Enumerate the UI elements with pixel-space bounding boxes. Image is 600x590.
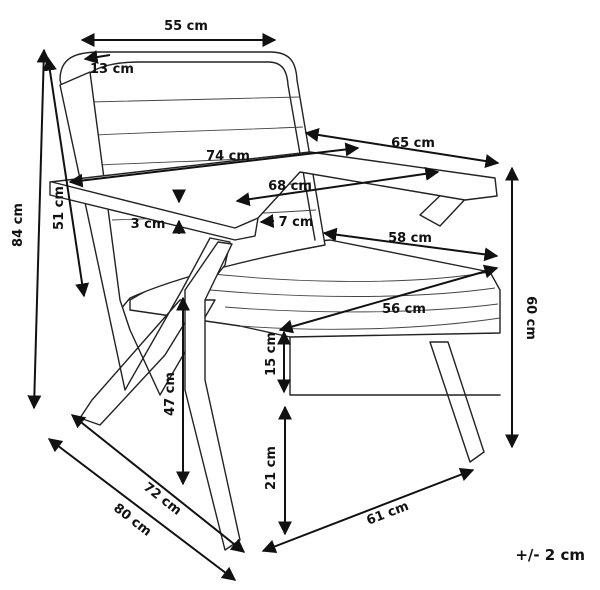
label-backrest-thickness: 13 cm (90, 62, 134, 77)
label-arm-height: 60 cm (523, 296, 538, 340)
label-backrest-height: 51 cm (52, 186, 67, 230)
label-seat-width: 56 cm (382, 302, 426, 317)
label-top-width: 55 cm (164, 19, 208, 34)
label-total-depth: 80 cm (110, 501, 154, 540)
label-total-width: 74 cm (206, 149, 250, 164)
label-arm-depth: 65 cm (391, 136, 435, 151)
label-total-height: 84 cm (11, 203, 26, 247)
tolerance-note: +/- 2 cm (515, 546, 585, 564)
rear-leg (429, 341, 485, 463)
label-seat-height: 47 cm (163, 372, 178, 416)
label-inner-width: 68 cm (268, 179, 312, 194)
label-armrest-thickness: 3 cm (131, 217, 166, 232)
label-leg-clearance: 21 cm (264, 446, 279, 490)
label-cushion-thickness: 15 cm (264, 332, 279, 376)
label-seat-depth: 58 cm (388, 231, 432, 246)
label-armrest-width: 7 cm (279, 215, 314, 230)
dimension-lines (27, 33, 519, 581)
